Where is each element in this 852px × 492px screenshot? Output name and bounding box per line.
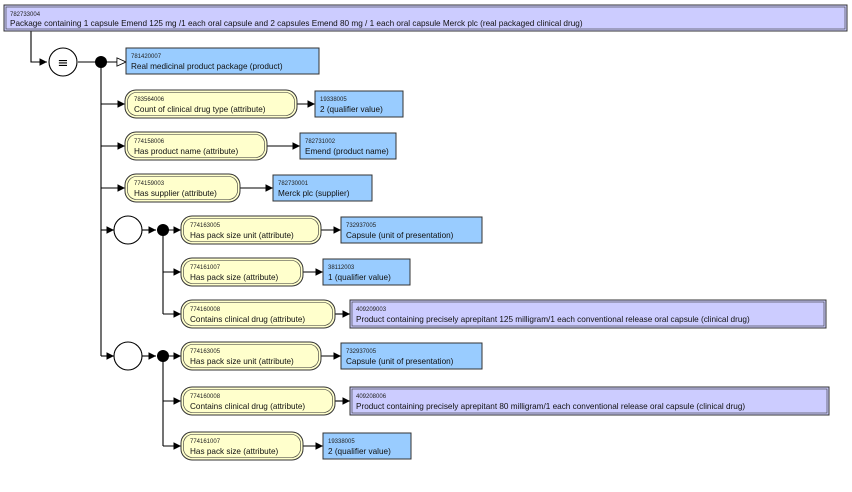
attribute-label: Has pack size unit (attribute) [190,357,294,366]
root-concept-box[interactable]: 782733004 Package containing 1 capsule E… [3,4,848,32]
relationship-group: 774163005 Has pack size unit (attribute)… [113,215,827,329]
attribute-id: 774160008 [190,307,221,313]
value-concept-box[interactable]: 732937005 Capsule (unit of presentation) [340,216,483,244]
value-concept-box[interactable]: 38112003 1 (qualifier value) [322,258,411,286]
attribute-id: 774159003 [134,181,165,187]
parent-concept-id: 781420007 [131,54,162,60]
attribute-box[interactable]: 774163005 Has pack size unit (attribute) [180,341,322,371]
connectors [30,31,350,450]
attribute-row: 774159003 Has supplier (attribute) 78273… [124,173,373,203]
group-conjunction-dot [157,224,169,236]
value-concept-box[interactable]: 782730001 Merck plc (supplier) [272,174,373,202]
value-id: 19338005 [320,97,347,103]
attribute-id: 774161007 [190,439,221,445]
group-node [113,215,143,245]
value-id: 782731002 [305,139,336,145]
attribute-box[interactable]: 774161007 Has pack size (attribute) [180,257,304,287]
value-concept-box[interactable]: 19338005 2 (qualifier value) [314,90,404,118]
attribute-id: 774161007 [190,265,221,271]
value-id: 19338005 [328,439,355,445]
value-label: Product containing precisely aprepitant … [356,315,750,324]
value-id: 38112003 [328,265,355,271]
attribute-box[interactable]: 774161007 Has pack size (attribute) [180,431,304,461]
attribute-row: 774160008 Contains clinical drug (attrib… [180,386,830,416]
value-id: 782730001 [278,181,309,187]
attribute-id: 774163005 [190,349,221,355]
attribute-label: Count of clinical drug type (attribute) [134,105,266,114]
attribute-id: 774158006 [134,139,165,145]
value-label: Capsule (unit of presentation) [346,357,454,366]
attribute-box[interactable]: 774163005 Has pack size unit (attribute) [180,215,322,245]
definition-status-node: ≡ [48,47,78,77]
attribute-row: 774163005 Has pack size unit (attribute)… [180,341,483,371]
value-concept-box[interactable]: 409208006 Product containing precisely a… [349,386,830,416]
attribute-row: 774163005 Has pack size unit (attribute)… [180,215,483,245]
value-concept-box[interactable]: 732937005 Capsule (unit of presentation) [340,342,483,370]
value-label: 2 (qualifier value) [328,447,391,456]
group-node [113,341,143,371]
attribute-box[interactable]: 774160008 Contains clinical drug (attrib… [180,386,336,416]
value-concept-box[interactable]: 782731002 Emend (product name) [299,132,397,160]
value-label: Merck plc (supplier) [278,189,350,198]
attribute-box[interactable]: 774160008 Contains clinical drug (attrib… [180,299,336,329]
attribute-box[interactable]: 774159003 Has supplier (attribute) [124,173,241,203]
attribute-id: 774163005 [190,223,221,229]
value-concept-box[interactable]: 19338005 2 (qualifier value) [322,432,412,460]
attribute-label: Has product name (attribute) [134,147,238,156]
relationship-group: 774163005 Has pack size unit (attribute)… [113,341,830,461]
attribute-label: Has pack size unit (attribute) [190,231,294,240]
attribute-row: 774158006 Has product name (attribute) 7… [124,131,397,161]
parent-concept-box[interactable]: 781420007 Real medicinal product package… [125,47,320,75]
attribute-row: 783564006 Count of clinical drug type (a… [124,89,404,119]
attribute-label: Has pack size (attribute) [190,447,279,456]
group-conjunction-dot [157,350,169,362]
attribute-box[interactable]: 774158006 Has product name (attribute) [124,131,268,161]
attribute-label: Contains clinical drug (attribute) [190,315,305,324]
root-concept-id: 782733004 [10,12,41,18]
parent-concept-label: Real medicinal product package (product) [131,62,283,71]
attribute-label: Has pack size (attribute) [190,273,279,282]
value-concept-box[interactable]: 409209003 Product containing precisely a… [349,299,827,329]
value-label: Product containing precisely aprepitant … [356,402,745,411]
value-id: 732937005 [346,223,377,229]
value-id: 732937005 [346,349,377,355]
root-concept-label: Package containing 1 capsule Emend 125 m… [10,19,583,28]
attribute-row: 774161007 Has pack size (attribute) 3811… [180,257,411,287]
value-label: Capsule (unit of presentation) [346,231,454,240]
attribute-row: 774161007 Has pack size (attribute) 1933… [180,431,412,461]
attribute-label: Has supplier (attribute) [134,189,217,198]
attribute-box[interactable]: 783564006 Count of clinical drug type (a… [124,89,298,119]
value-label: 2 (qualifier value) [320,105,383,114]
value-label: 1 (qualifier value) [328,273,391,282]
value-id: 409209003 [356,307,387,313]
attribute-id: 774160008 [190,394,221,400]
value-id: 409208006 [356,394,387,400]
attribute-id: 783564006 [134,97,165,103]
conjunction-dot [95,56,107,68]
attribute-row: 774160008 Contains clinical drug (attrib… [180,299,827,329]
equivalent-symbol: ≡ [58,56,69,71]
attribute-label: Contains clinical drug (attribute) [190,402,305,411]
value-label: Emend (product name) [305,147,389,156]
